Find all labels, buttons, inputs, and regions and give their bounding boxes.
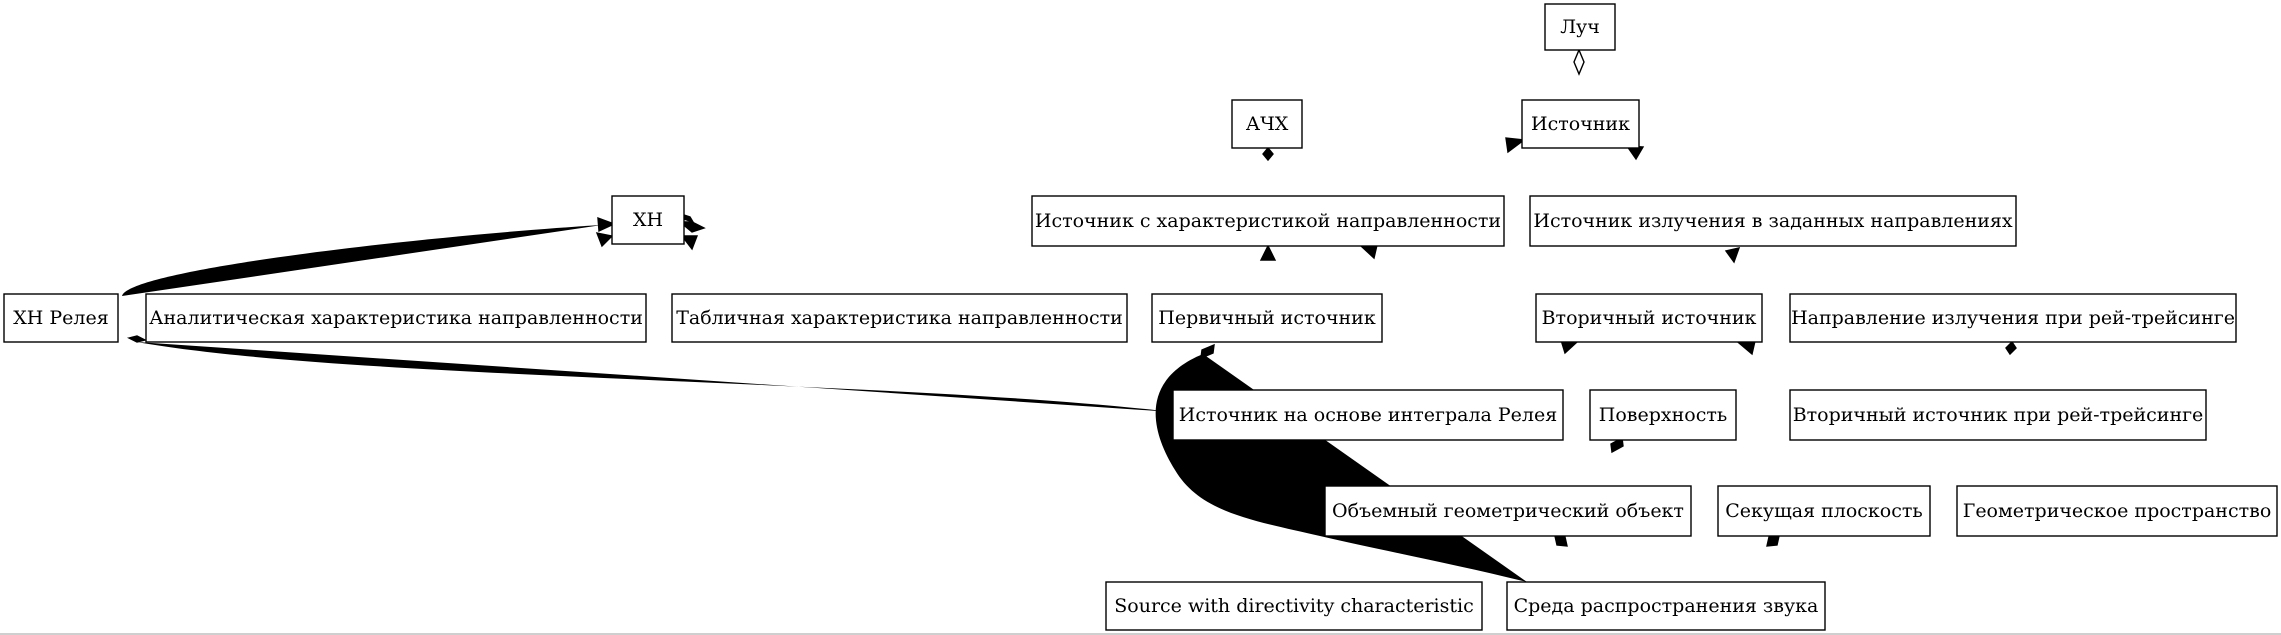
inheritance-arrow [1259,244,1277,261]
class-node-xn-releya: ХН Релея [3,293,119,343]
edge-tablich-xn [689,238,838,293]
edge-vtorrt-vtorichny [1749,346,1908,390]
class-node-ist-izl: Источник излучения в заданных направлени… [1529,195,2017,247]
class-node-box [1589,389,1737,441]
class-node-istochnik: Источник [1521,99,1640,149]
edge-sreda-geomprostr [1772,535,2005,582]
class-node-ist-integral: Источник на основе интеграла Релея [1172,389,1564,441]
class-node-box [1031,195,1505,247]
inheritance-arrow [1359,244,1378,260]
class-node-box [1105,581,1483,631]
class-node-label: Геометрическое пространство [1963,500,2272,522]
class-node-label: Поверхность [1599,404,1727,426]
class-node-box [1529,195,2017,247]
class-node-tablich: Табличная характеристика направленности [671,293,1128,343]
edge-obemny-poverhnost [1545,446,1610,486]
class-node-analit: Аналитическая характеристика направленно… [145,293,647,343]
edge-sreda-obemny [1567,546,1629,582]
class-node-vtorichny: Вторичный источник [1535,293,1763,343]
composition-diamond [1766,535,1780,547]
inheritance-arrow [1724,247,1741,264]
class-node-label: Вторичный источник [1542,307,1757,329]
class-node-label: АЧХ [1246,113,1289,135]
edge-xnreleya-xn [122,225,602,296]
composition-diamond [1554,535,1568,547]
class-node-luch: Луч [1544,3,1616,51]
edge-istizl-istochnik [1637,152,1725,196]
edge-vtorichny-istizl [1680,254,1732,293]
edge-sreda-pervichny [1155,354,1527,582]
class-node-label: Аналитическая характеристика направленно… [149,307,643,329]
class-node-source-dir: Source with directivity characteristic [1105,581,1483,631]
class-node-box [3,293,119,343]
class-node-label: ХН Релея [13,307,108,329]
class-node-label: Источник с характеристикой направленност… [1035,210,1501,232]
edge-pervichny-xn [693,226,1154,293]
composition-diamond [1200,343,1215,360]
class-node-box [1151,293,1383,343]
class-node-achx: АЧХ [1231,99,1303,149]
class-node-sekush: Секущая плоскость [1717,485,1931,537]
edge-vtorrt-napravlenie [2003,354,2009,390]
class-node-label: Источник излучения в заданных направлени… [1533,210,2013,232]
class-node-xn: ХН [611,195,685,245]
edge-sreda-sekush [1704,546,1767,582]
class-node-box [671,293,1128,343]
class-node-box [1717,485,1931,537]
class-node-label: Объемный геометрический объект [1332,500,1684,522]
class-node-box [1544,3,1616,51]
inheritance-arrow [680,235,699,251]
class-node-box [1789,389,2207,441]
composition-diamond [126,335,148,343]
class-node-box [1324,485,1692,537]
edge-analit-xn [456,238,606,293]
class-node-box [611,195,685,245]
class-node-box [145,293,647,343]
class-node-box [1956,485,2278,537]
class-node-label: Первичный источник [1158,307,1376,329]
class-node-box [1506,581,1826,631]
class-node-label: Луч [1560,16,1600,38]
class-node-box [1231,99,1303,149]
edge-istintegral-xnreleya [137,342,1172,412]
class-node-label: Source with directivity characteristic [1114,595,1474,617]
composition-diamond [1262,146,1274,162]
edge-istxar-istochnik [1345,145,1508,196]
class-node-vtor-rt: Вторичный источник при рей-трейсинге [1789,389,2207,441]
class-node-label: Секущая плоскость [1725,500,1922,522]
class-node-label: Источник на основе интеграла Релея [1179,404,1557,426]
class-node-box [1172,389,1564,441]
aggregation-diamond [1573,48,1585,76]
class-node-sreda: Среда распространения звука [1506,581,1826,631]
class-node-label: Направление излучения при рей-трейсинге [1791,307,2235,329]
class-node-obemny: Объемный геометрический объект [1324,485,1692,537]
edge-poverhnost-vtorichny [1652,342,1660,390]
composition-diamond [678,221,706,233]
class-node-ist-xar: Источник с характеристикой направленност… [1031,195,1505,247]
class-node-box [1521,99,1640,149]
class-node-label: Источник [1531,113,1630,135]
class-node-label: Вторичный источник при рей-трейсинге [1793,404,2204,426]
inheritance-arrow [1737,340,1756,356]
inheritance-arrow [595,232,614,248]
composition-diamond [1610,436,1624,454]
class-node-label: Табличная характеристика направленности [676,307,1123,329]
edge-istintegral-vtorichny [1436,346,1566,390]
inheritance-arrow [1505,137,1526,154]
class-node-box [1535,293,1763,343]
inheritance-arrow [597,216,616,233]
bottom-divider [0,633,2281,635]
class-node-label: ХН [633,209,663,231]
edge-vtorichny-istxar [1370,249,1553,293]
class-node-box [1789,293,2237,343]
composition-diamond [2005,340,2017,356]
class-node-geom-prostr: Геометрическое пространство [1956,485,2278,537]
class-node-napravlenie: Направление излучения при рей-трейсинге [1789,293,2237,343]
class-node-pervichny: Первичный источник [1151,293,1383,343]
class-node-poverhnost: Поверхность [1589,389,1737,441]
class-node-label: Среда распространения звука [1514,595,1819,617]
